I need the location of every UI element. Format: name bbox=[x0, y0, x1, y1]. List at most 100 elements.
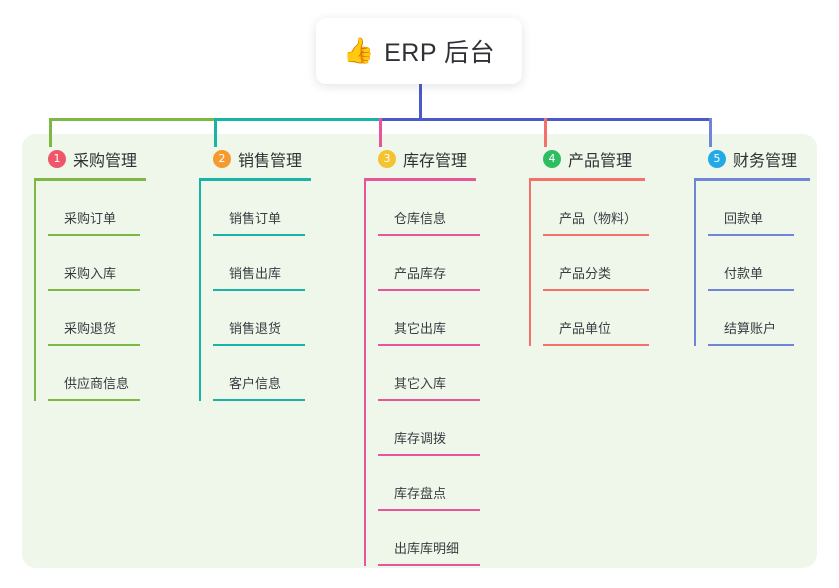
leaf-item[interactable]: 供应商信息 bbox=[48, 346, 184, 401]
leaf-spine bbox=[34, 181, 36, 401]
leaf-label: 采购入库 bbox=[64, 266, 117, 281]
branch-drop-connector-4 bbox=[544, 118, 547, 147]
branch-drop-connector-2 bbox=[214, 118, 217, 147]
leaf-item[interactable]: 销售退货 bbox=[213, 291, 349, 346]
leaf-label: 其它出库 bbox=[394, 321, 447, 336]
leaf-label: 采购订单 bbox=[64, 211, 117, 226]
column-underline bbox=[34, 178, 146, 181]
leaf-label: 结算账户 bbox=[724, 321, 777, 336]
leaf-item[interactable]: 销售订单 bbox=[213, 181, 349, 236]
leaf-label: 供应商信息 bbox=[64, 376, 130, 391]
column-2: 2 销售管理销售订单销售出库销售退货客户信息 bbox=[199, 147, 349, 401]
column-header-5[interactable]: 5 财务管理 bbox=[694, 147, 834, 171]
leaf-item[interactable]: 采购退货 bbox=[48, 291, 184, 346]
leaf-item[interactable]: 产品库存 bbox=[378, 236, 514, 291]
column-5: 5 财务管理回款单付款单结算账户 bbox=[694, 147, 834, 346]
leaf-item[interactable]: 产品单位 bbox=[543, 291, 689, 346]
bus-segment-mid bbox=[214, 118, 379, 121]
column-header-1[interactable]: 1 采购管理 bbox=[34, 147, 184, 171]
column-underline bbox=[529, 178, 645, 181]
root-title: ERP 后台 bbox=[384, 39, 496, 67]
column-badge-icon: 1 bbox=[48, 150, 66, 168]
leaf-underline bbox=[708, 234, 794, 236]
branch-drop-connector-3 bbox=[379, 118, 382, 147]
leaf-item[interactable]: 其它入库 bbox=[378, 346, 514, 401]
leaf-underline bbox=[213, 399, 305, 401]
leaf-label: 销售订单 bbox=[229, 211, 282, 226]
leaf-label: 采购退货 bbox=[64, 321, 117, 336]
leaf-item[interactable]: 采购入库 bbox=[48, 236, 184, 291]
leaf-item[interactable]: 结算账户 bbox=[708, 291, 834, 346]
column-title: 销售管理 bbox=[238, 153, 303, 170]
leaf-underline bbox=[378, 564, 480, 566]
leaf-underline bbox=[378, 454, 480, 456]
leaf-list: 产品（物料）产品分类产品单位 bbox=[529, 181, 689, 346]
column-underline bbox=[694, 178, 810, 181]
leaf-underline bbox=[378, 289, 480, 291]
leaf-label: 客户信息 bbox=[229, 376, 282, 391]
leaf-label: 库存盘点 bbox=[394, 486, 447, 501]
leaf-label: 产品单位 bbox=[559, 321, 612, 336]
leaf-underline bbox=[48, 234, 140, 236]
leaf-item[interactable]: 仓库信息 bbox=[378, 181, 514, 236]
root-node[interactable]: 👍 ERP 后台 bbox=[316, 18, 522, 84]
leaf-underline bbox=[213, 344, 305, 346]
leaf-label: 库存调拨 bbox=[394, 431, 447, 446]
bus-segment-left bbox=[49, 118, 214, 121]
column-title: 采购管理 bbox=[73, 153, 138, 170]
leaf-item[interactable]: 付款单 bbox=[708, 236, 834, 291]
leaf-list: 仓库信息产品库存其它出库其它入库库存调拨库存盘点出库库明细 bbox=[364, 181, 514, 566]
column-title: 产品管理 bbox=[568, 153, 633, 170]
leaf-item[interactable]: 采购订单 bbox=[48, 181, 184, 236]
branch-drop-connector-1 bbox=[49, 118, 52, 147]
column-header-2[interactable]: 2 销售管理 bbox=[199, 147, 349, 171]
column-underline bbox=[364, 178, 476, 181]
leaf-underline bbox=[378, 399, 480, 401]
leaf-underline bbox=[543, 234, 649, 236]
leaf-underline bbox=[213, 234, 305, 236]
leaf-item[interactable]: 产品（物料） bbox=[543, 181, 689, 236]
leaf-item[interactable]: 客户信息 bbox=[213, 346, 349, 401]
leaf-label: 仓库信息 bbox=[394, 211, 447, 226]
leaf-underline bbox=[543, 344, 649, 346]
leaf-item[interactable]: 回款单 bbox=[708, 181, 834, 236]
leaf-item[interactable]: 其它出库 bbox=[378, 291, 514, 346]
root-drop-connector bbox=[419, 84, 422, 121]
leaf-underline bbox=[543, 289, 649, 291]
leaf-item[interactable]: 出库库明细 bbox=[378, 511, 514, 566]
leaf-spine bbox=[364, 181, 366, 566]
leaf-underline bbox=[378, 344, 480, 346]
column-badge-icon: 3 bbox=[378, 150, 396, 168]
leaf-list: 采购订单采购入库采购退货供应商信息 bbox=[34, 181, 184, 401]
column-badge-icon: 2 bbox=[213, 150, 231, 168]
branch-drop-connector-5 bbox=[709, 118, 712, 147]
leaf-list: 回款单付款单结算账户 bbox=[694, 181, 834, 346]
leaf-underline bbox=[48, 399, 140, 401]
leaf-underline bbox=[378, 509, 480, 511]
leaf-underline bbox=[708, 344, 794, 346]
leaf-label: 销售退货 bbox=[229, 321, 282, 336]
leaf-underline bbox=[378, 234, 480, 236]
leaf-item[interactable]: 库存盘点 bbox=[378, 456, 514, 511]
leaf-underline bbox=[48, 289, 140, 291]
column-underline bbox=[199, 178, 311, 181]
column-title: 财务管理 bbox=[733, 153, 798, 170]
leaf-spine bbox=[694, 181, 696, 346]
leaf-label: 其它入库 bbox=[394, 376, 447, 391]
leaf-spine bbox=[199, 181, 201, 401]
column-title: 库存管理 bbox=[403, 153, 468, 170]
leaf-underline bbox=[213, 289, 305, 291]
column-badge-icon: 5 bbox=[708, 150, 726, 168]
leaf-item[interactable]: 产品分类 bbox=[543, 236, 689, 291]
leaf-underline bbox=[708, 289, 794, 291]
leaf-item[interactable]: 销售出库 bbox=[213, 236, 349, 291]
leaf-underline bbox=[48, 344, 140, 346]
leaf-item[interactable]: 库存调拨 bbox=[378, 401, 514, 456]
leaf-label: 销售出库 bbox=[229, 266, 282, 281]
leaf-label: 出库库明细 bbox=[394, 541, 460, 556]
column-header-3[interactable]: 3 库存管理 bbox=[364, 147, 514, 171]
leaf-label: 付款单 bbox=[724, 266, 764, 281]
